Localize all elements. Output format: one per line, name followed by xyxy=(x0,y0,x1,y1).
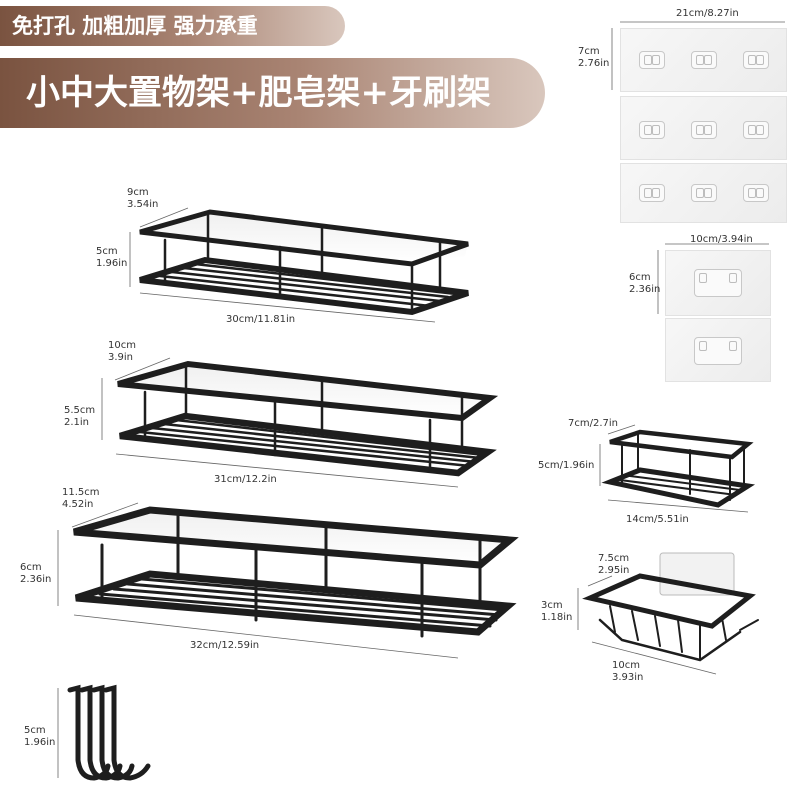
soap-rack-depth-in: 2.95in xyxy=(598,565,630,576)
soap-rack-depth: 7.5cm 2.95in xyxy=(598,553,629,577)
soap-rack-length: 10cm 3.93in xyxy=(612,660,643,684)
soap-rack-length-cm: 10cm xyxy=(612,660,640,671)
adhesive-panel-1 xyxy=(620,28,787,92)
shelf-medium-height-in: 2.1in xyxy=(64,417,90,428)
shelf-large-depth: 11.5cm 4.52in xyxy=(62,487,100,511)
adhesive-small-height-cm: 6cm xyxy=(629,272,651,283)
shelf-large-height: 6cm 2.36in xyxy=(20,562,51,586)
adhesive-hook-icon xyxy=(743,121,769,139)
adhesive-hook-icon xyxy=(691,121,717,139)
adhesive-hook-icon xyxy=(694,269,742,297)
adhesive-small-height-in: 2.36in xyxy=(629,284,661,295)
shelf-small-height-cm: 5cm xyxy=(96,246,118,257)
toothbrush-rack-depth: 7cm/2.7in xyxy=(568,418,618,429)
hooks-height-in: 1.96in xyxy=(24,737,56,748)
shelf-medium-length: 31cm/12.2in xyxy=(214,474,277,485)
hooks-height-cm: 5cm xyxy=(24,725,46,736)
adhesive-panel-2 xyxy=(620,96,787,160)
shelf-large-height-cm: 6cm xyxy=(20,562,42,573)
adhesive-hook-icon xyxy=(743,51,769,69)
shelf-large-length: 32cm/12.59in xyxy=(190,640,260,651)
adhesive-hook-icon xyxy=(691,51,717,69)
shelf-small-drawing xyxy=(139,209,469,316)
product-title-banner: 小中大置物架+肥皂架+牙刷架 xyxy=(0,58,545,128)
shelf-medium-height: 5.5cm 2.1in xyxy=(64,405,95,429)
shelf-medium-height-cm: 5.5cm xyxy=(64,405,96,416)
toothbrush-rack-drawing xyxy=(601,429,756,508)
adhesive-panel-small-1 xyxy=(665,250,771,316)
shelf-medium-depth-in: 3.9in xyxy=(108,352,134,363)
adhesive-hook-icon xyxy=(639,51,665,69)
shelf-large-depth-in: 4.52in xyxy=(62,499,94,510)
toothbrush-rack-length: 14cm/5.51in xyxy=(626,514,689,525)
soap-rack-depth-cm: 7.5cm xyxy=(598,553,630,564)
adhesive-large-height-cm: 7cm xyxy=(578,46,600,57)
adhesive-panel-3 xyxy=(620,163,787,223)
adhesive-large-height: 7cm 2.76in xyxy=(578,46,609,70)
adhesive-small-width: 10cm/3.94in xyxy=(690,234,753,245)
adhesive-large-height-in: 2.76in xyxy=(578,58,610,69)
shelf-large-depth-cm: 11.5cm xyxy=(62,487,100,498)
adhesive-hook-icon xyxy=(694,337,742,365)
soap-rack-height-cm: 3cm xyxy=(541,600,563,611)
shelf-small-depth-cm: 9cm xyxy=(127,187,149,198)
shelf-medium-depth: 10cm 3.9in xyxy=(108,340,136,364)
hooks-height: 5cm 1.96in xyxy=(24,725,55,749)
soap-rack-length-in: 3.93in xyxy=(612,672,644,683)
adhesive-small-height: 6cm 2.36in xyxy=(629,272,660,296)
shelf-medium-drawing xyxy=(117,360,499,477)
shelf-small-height: 5cm 1.96in xyxy=(96,246,127,270)
adhesive-hook-icon xyxy=(743,184,769,202)
shelf-large-height-in: 2.36in xyxy=(20,574,52,585)
feature-banner: 免打孔 加粗加厚 强力承重 xyxy=(0,6,345,46)
shelf-large-drawing xyxy=(73,506,519,638)
shelf-small-height-in: 1.96in xyxy=(96,258,128,269)
adhesive-hook-icon xyxy=(639,121,665,139)
adhesive-large-width: 21cm/8.27in xyxy=(676,8,739,19)
adhesive-panel-small-2 xyxy=(665,318,771,382)
adhesive-hook-icon xyxy=(691,184,717,202)
soap-rack-height: 3cm 1.18in xyxy=(541,600,572,624)
shelf-medium-depth-cm: 10cm xyxy=(108,340,136,351)
toothbrush-rack-height: 5cm/1.96in xyxy=(538,460,595,471)
shelf-small-length: 30cm/11.81in xyxy=(226,314,296,325)
shelf-small-depth-in: 3.54in xyxy=(127,199,159,210)
hooks-drawing xyxy=(67,684,151,781)
shelf-small-depth: 9cm 3.54in xyxy=(127,187,158,211)
dimension-lines xyxy=(57,21,785,778)
adhesive-hook-icon xyxy=(639,184,665,202)
soap-rack-height-in: 1.18in xyxy=(541,612,573,623)
soap-rack-drawing xyxy=(582,552,759,662)
